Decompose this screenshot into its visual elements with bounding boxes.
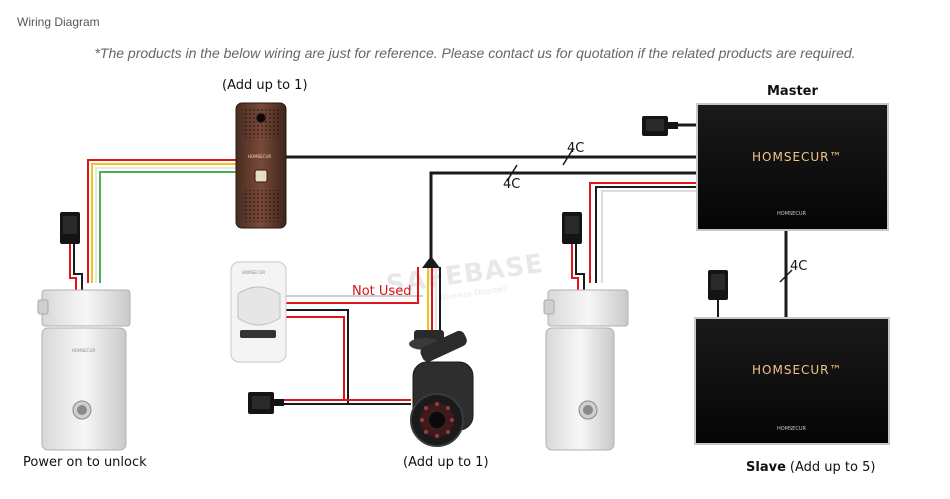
wire-pir-red (285, 267, 419, 304)
marker-4c-mid (506, 164, 518, 182)
label-camera-limit: (Add up to 1) (403, 455, 489, 470)
wire-right-lock-white (601, 190, 699, 283)
wire-right-lock-red (589, 182, 699, 283)
camera-power-adapter (248, 392, 284, 414)
label-4c-mid: 4C (503, 177, 520, 192)
wire-right-lock-black (595, 186, 699, 283)
marker-4c-right (779, 269, 793, 283)
master-power-adapter (642, 116, 678, 136)
label-4c-top: 4C (567, 141, 584, 156)
label-master: Master (767, 84, 818, 99)
wire-left-lock-white (95, 167, 237, 283)
wire-pir-black (285, 309, 349, 405)
label-not-used: Not Used (352, 284, 411, 299)
disclaimer-text: *The products in the below wiring are ju… (94, 45, 856, 61)
marker-4c-top (562, 148, 574, 166)
wire-pir-red2 (285, 316, 345, 401)
wire-left-lock-red (87, 159, 237, 283)
wire-left-lock-green (99, 171, 237, 283)
slave-brand: HOMSECUR™ (752, 363, 843, 377)
label-power-unlock: Power on to unlock (23, 455, 147, 470)
arrow-not-used (422, 256, 440, 268)
master-brand-small: HOMSECUR (777, 211, 806, 217)
cable-camera-master (429, 171, 700, 264)
watermark: SAFEBASE Wireless Doorbell (384, 249, 545, 303)
label-slave: Slave (Add up to 5) (746, 460, 875, 475)
slave-monitor: HOMSECUR™ HOMSECUR (694, 317, 890, 445)
master-monitor: HOMSECUR™ HOMSECUR (696, 103, 889, 231)
wire-right-adapter (571, 243, 579, 291)
master-brand: HOMSECUR™ (752, 150, 843, 164)
wire-left-adapter (69, 243, 77, 291)
doorbell-brand: HOMSECUR (248, 154, 271, 159)
pir-sensor: HOMSECUR (230, 261, 287, 363)
wires (69, 123, 788, 405)
label-4c-right: 4C (790, 259, 807, 274)
right-electric-lock (543, 212, 629, 451)
wire-right-adapter-black (575, 243, 585, 291)
slave-brand-small: HOMSECUR (777, 426, 806, 432)
label-slave-bold: Slave (746, 460, 786, 475)
slave-power-adapter (708, 270, 728, 300)
pir-brand: HOMSECUR (242, 270, 265, 275)
label-doorbell-limit: (Add up to 1) (222, 78, 308, 93)
left-electric-lock: HOMSECUR (37, 212, 131, 451)
section-title: Wiring Diagram (17, 15, 100, 29)
left-lock-brand: HOMSECUR (72, 348, 95, 353)
label-slave-limit: (Add up to 5) (790, 460, 876, 475)
wire-left-lock-yellow (91, 163, 237, 283)
bullet-camera (409, 330, 474, 447)
cable-markers (506, 148, 793, 283)
wire-left-adapter-black (73, 243, 83, 291)
doorbell-camera: HOMSECUR (235, 102, 287, 229)
